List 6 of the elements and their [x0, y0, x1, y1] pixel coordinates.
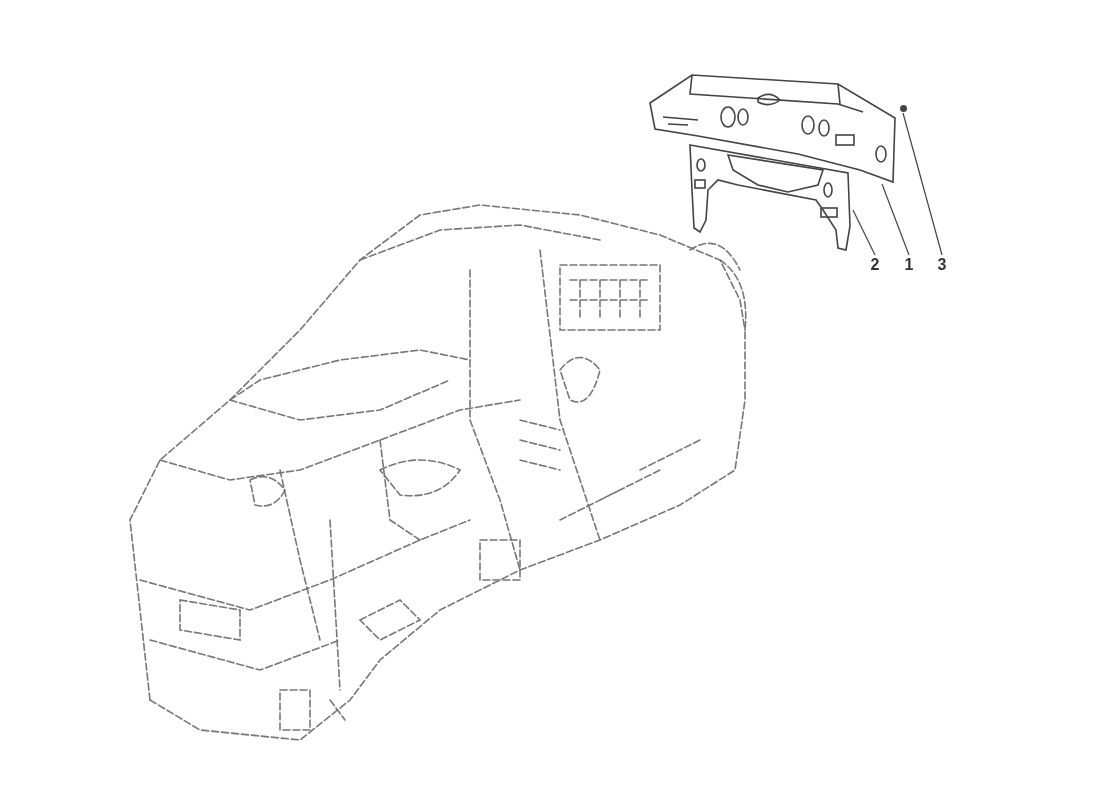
leader-line — [852, 209, 876, 256]
callout-number: 2 — [870, 256, 880, 273]
leader-line — [902, 112, 943, 256]
callout-number: 1 — [904, 256, 914, 273]
leader-line — [881, 183, 910, 256]
callout-number: 3 — [937, 256, 947, 273]
